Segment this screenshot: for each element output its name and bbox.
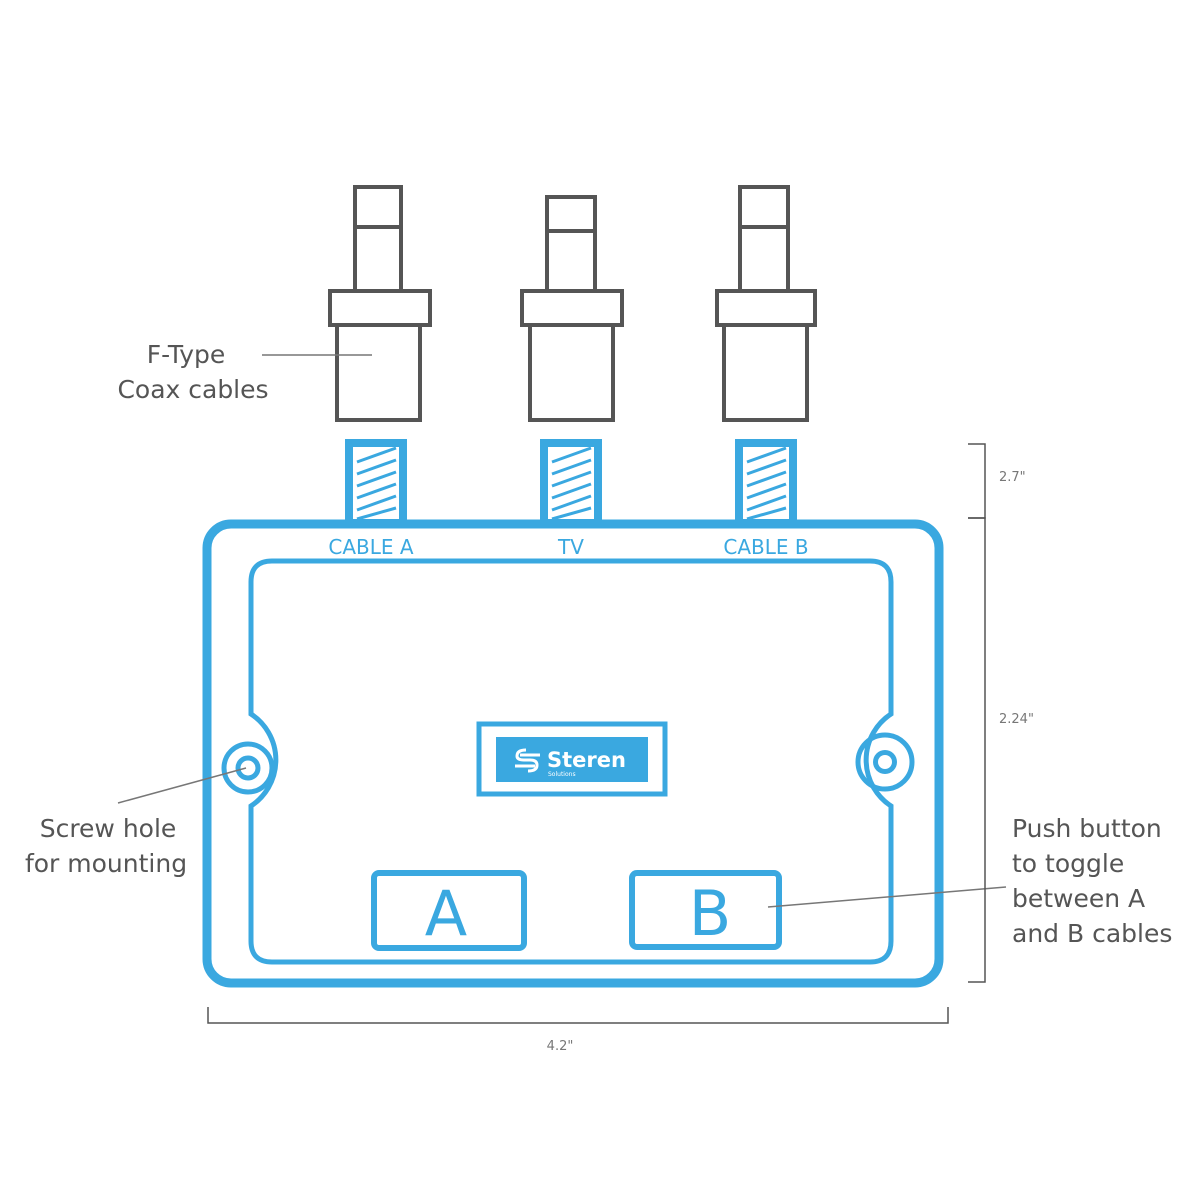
callout-cables-line2: Coax cables (117, 375, 268, 404)
threaded-port-right (735, 439, 797, 527)
switch-box-outer (202, 519, 944, 988)
dimension-label-connector: 2.7" (999, 470, 1026, 485)
callout-screw-line2: for mounting (25, 849, 187, 878)
threaded-port-left (345, 439, 407, 527)
push-button-a[interactable]: A (371, 870, 527, 951)
steren-logo: Steren Solutions (476, 721, 668, 797)
dimension-label-box-height: 2.24" (999, 712, 1034, 727)
dimension-box-height (968, 517, 986, 983)
callout-push-line2: to toggle (1012, 849, 1124, 878)
coax-cable-center (520, 195, 624, 422)
brand-name: Steren (547, 748, 626, 772)
button-a-label: A (425, 877, 467, 950)
screw-hole-left (221, 741, 275, 795)
callout-push-line3: between A (1012, 884, 1145, 913)
dimension-label-box-width: 4.2" (547, 1039, 574, 1054)
port-label-tv: TV (557, 535, 584, 559)
leader-line-screw (117, 767, 247, 804)
callout-push-line1: Push button (1012, 814, 1162, 843)
button-b-label: B (689, 877, 732, 950)
dimension-connector-height (968, 443, 986, 519)
screw-hole-right (855, 732, 915, 792)
coax-cable-right (715, 185, 817, 422)
port-label-cable-b: CABLE B (723, 535, 808, 559)
brand-tagline: Solutions (548, 771, 576, 778)
leader-line-button (767, 886, 1007, 908)
threaded-port-center (540, 439, 602, 527)
steren-logo-icon (515, 748, 540, 773)
switch-box-inner (248, 558, 894, 965)
callout-push-button: Push button to toggle between A and B ca… (1012, 814, 1172, 948)
callout-coax-cables: F-Type Coax cables (117, 340, 268, 404)
callout-push-line4: and B cables (1012, 919, 1172, 948)
port-label-cable-a: CABLE A (328, 535, 414, 559)
coax-cable-left (328, 185, 432, 422)
callout-screw-line1: Screw hole (40, 814, 177, 843)
callout-cables-line1: F-Type (147, 340, 226, 369)
callout-screw-hole: Screw hole for mounting (25, 814, 187, 878)
push-button-b[interactable]: B (629, 870, 782, 950)
dimension-box-width (207, 1007, 949, 1024)
